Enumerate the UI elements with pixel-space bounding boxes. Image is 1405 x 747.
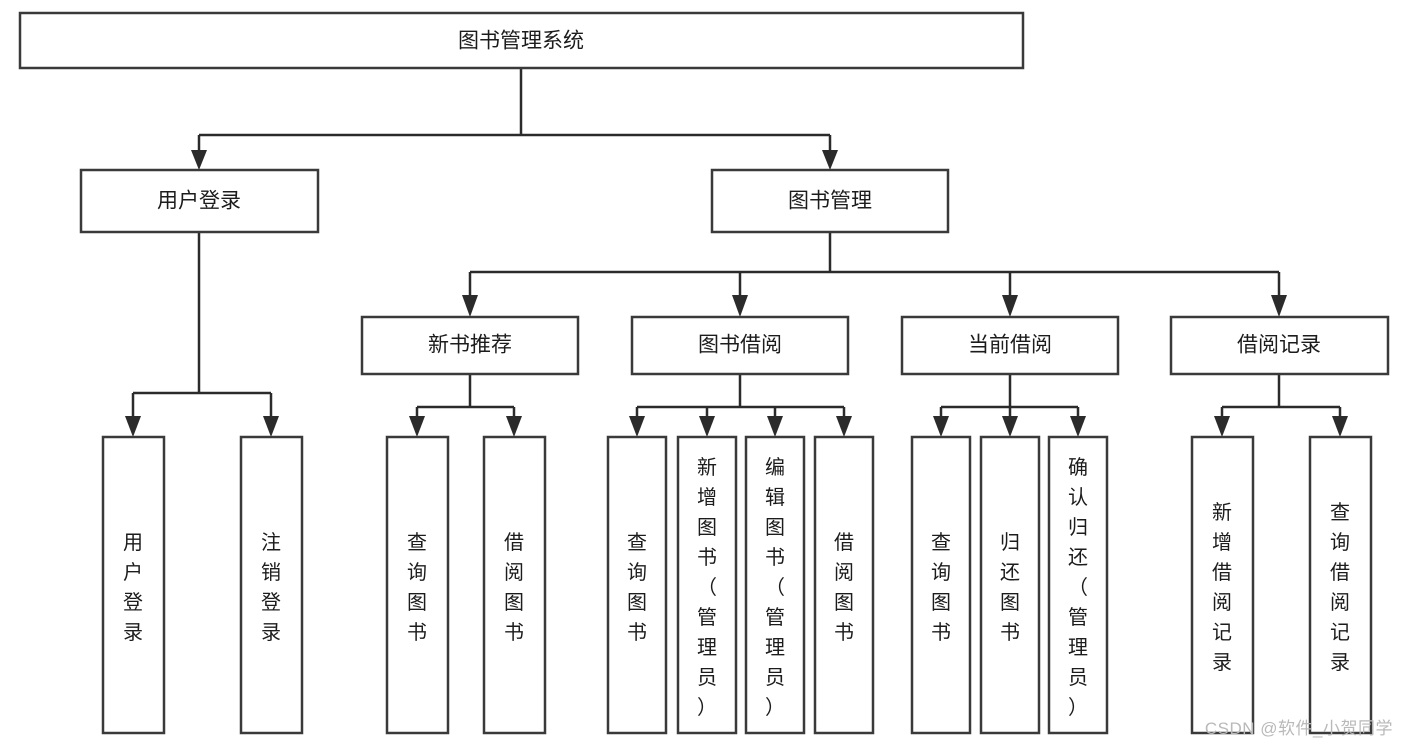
arrow-head-icon: [1332, 416, 1348, 437]
leaf-label-vertical: 查询图书: [627, 531, 647, 644]
leaf-node[interactable]: 注销登录: [239, 435, 304, 735]
arrow-head-icon: [732, 295, 748, 317]
leaf-node[interactable]: 编辑图书（管理员）: [744, 435, 806, 735]
leaf-node[interactable]: 归还图书: [979, 435, 1041, 735]
leaf-node[interactable]: 新增图书（管理员）: [676, 435, 738, 735]
connector-layer: [125, 68, 1348, 437]
node-new-book-recommend-label: 新书推荐: [428, 334, 512, 357]
leaf-label-vertical: 用户登录: [123, 532, 143, 644]
leaf-label-vertical: 借阅图书: [834, 531, 854, 644]
leaf-label-vertical: 新增图书（管理员）: [697, 456, 717, 719]
arrow-head-icon: [933, 416, 949, 437]
node-borrow-record-label: 借阅记录: [1237, 334, 1321, 357]
leaf-box: [813, 435, 875, 735]
leaf-node[interactable]: 确认归还（管理员）: [1047, 435, 1109, 735]
arrow-head-icon: [462, 295, 478, 317]
arrow-head-icon: [409, 416, 425, 437]
node-book-manage-label: 图书管理: [788, 190, 872, 213]
leaf-box: [606, 435, 668, 735]
node-root-box: [18, 11, 1025, 70]
leaf-label-vertical: 注销登录: [261, 531, 281, 644]
arrow-head-icon: [1070, 416, 1086, 437]
arrow-head-icon: [1002, 416, 1018, 437]
leaf-label-vertical: 确认归还（管理员）: [1068, 456, 1088, 719]
arrow-head-icon: [822, 150, 838, 170]
node-new-book-recommend[interactable]: 新书推荐: [360, 315, 580, 376]
leaf-box: [482, 435, 547, 735]
arrow-head-icon: [506, 416, 522, 437]
leaf-label-vertical: 新增借阅记录: [1212, 501, 1232, 674]
node-new-book-recommend-box: [360, 315, 580, 376]
node-borrow-record-box: [1169, 315, 1390, 376]
leaf-node[interactable]: 新增借阅记录: [1190, 435, 1255, 735]
csdn-watermark: CSDN @软件_小贺同学: [1204, 719, 1393, 738]
node-root-system[interactable]: 图书管理系统: [18, 11, 1025, 70]
leaf-box: [1047, 435, 1109, 735]
leaf-box: [239, 435, 304, 735]
leaf-node[interactable]: 查询图书: [385, 435, 450, 735]
arrow-head-icon: [767, 416, 783, 437]
arrow-head-icon: [125, 416, 141, 437]
leaf-label-vertical: 编辑图书（管理员）: [765, 456, 785, 719]
arrow-head-icon: [629, 416, 645, 437]
node-book-manage[interactable]: 图书管理: [710, 168, 950, 234]
leaf-label-vertical: 查询图书: [931, 531, 951, 644]
leaf-node[interactable]: 借阅图书: [482, 435, 547, 735]
arrow-head-icon: [699, 416, 715, 437]
leaf-box: [1308, 435, 1373, 735]
leaf-box: [910, 435, 972, 735]
node-root-label: 图书管理系统: [458, 30, 584, 53]
leaf-label-vertical: 查询图书: [407, 531, 427, 644]
node-borrow-record[interactable]: 借阅记录: [1169, 315, 1390, 376]
leaf-box: [101, 435, 166, 735]
leaf-box: [744, 435, 806, 735]
node-user-login-box: [79, 168, 320, 234]
leaf-label-vertical: 借阅图书: [504, 531, 524, 644]
arrow-head-icon: [1002, 295, 1018, 317]
node-current-borrow-box: [900, 315, 1120, 376]
leaf-box: [676, 435, 738, 735]
node-book-borrow[interactable]: 图书借阅: [630, 315, 850, 376]
leaf-node[interactable]: 查询图书: [606, 435, 668, 735]
node-book-manage-box: [710, 168, 950, 234]
node-user-login-label: 用户登录: [157, 190, 241, 213]
arrow-head-icon: [1214, 416, 1230, 437]
leaf-label-vertical: 查询借阅记录: [1330, 501, 1350, 674]
node-book-borrow-box: [630, 315, 850, 376]
node-current-borrow[interactable]: 当前借阅: [900, 315, 1120, 376]
arrow-head-icon: [263, 416, 279, 437]
node-current-borrow-label: 当前借阅: [968, 334, 1052, 357]
node-book-borrow-label: 图书借阅: [698, 334, 782, 357]
leaf-node[interactable]: 借阅图书: [813, 435, 875, 735]
leaf-node[interactable]: 查询借阅记录: [1308, 435, 1373, 735]
leaf-box: [385, 435, 450, 735]
arrow-head-icon: [836, 416, 852, 437]
leaf-box: [1190, 435, 1255, 735]
leaf-node[interactable]: 用户登录: [101, 435, 166, 735]
node-user-login[interactable]: 用户登录: [79, 168, 320, 234]
leaf-box: [979, 435, 1041, 735]
arrow-head-icon: [191, 150, 207, 170]
arrow-head-icon: [1271, 295, 1287, 317]
leaf-node[interactable]: 查询图书: [910, 435, 972, 735]
leaf-label-vertical: 归还图书: [1000, 531, 1020, 644]
